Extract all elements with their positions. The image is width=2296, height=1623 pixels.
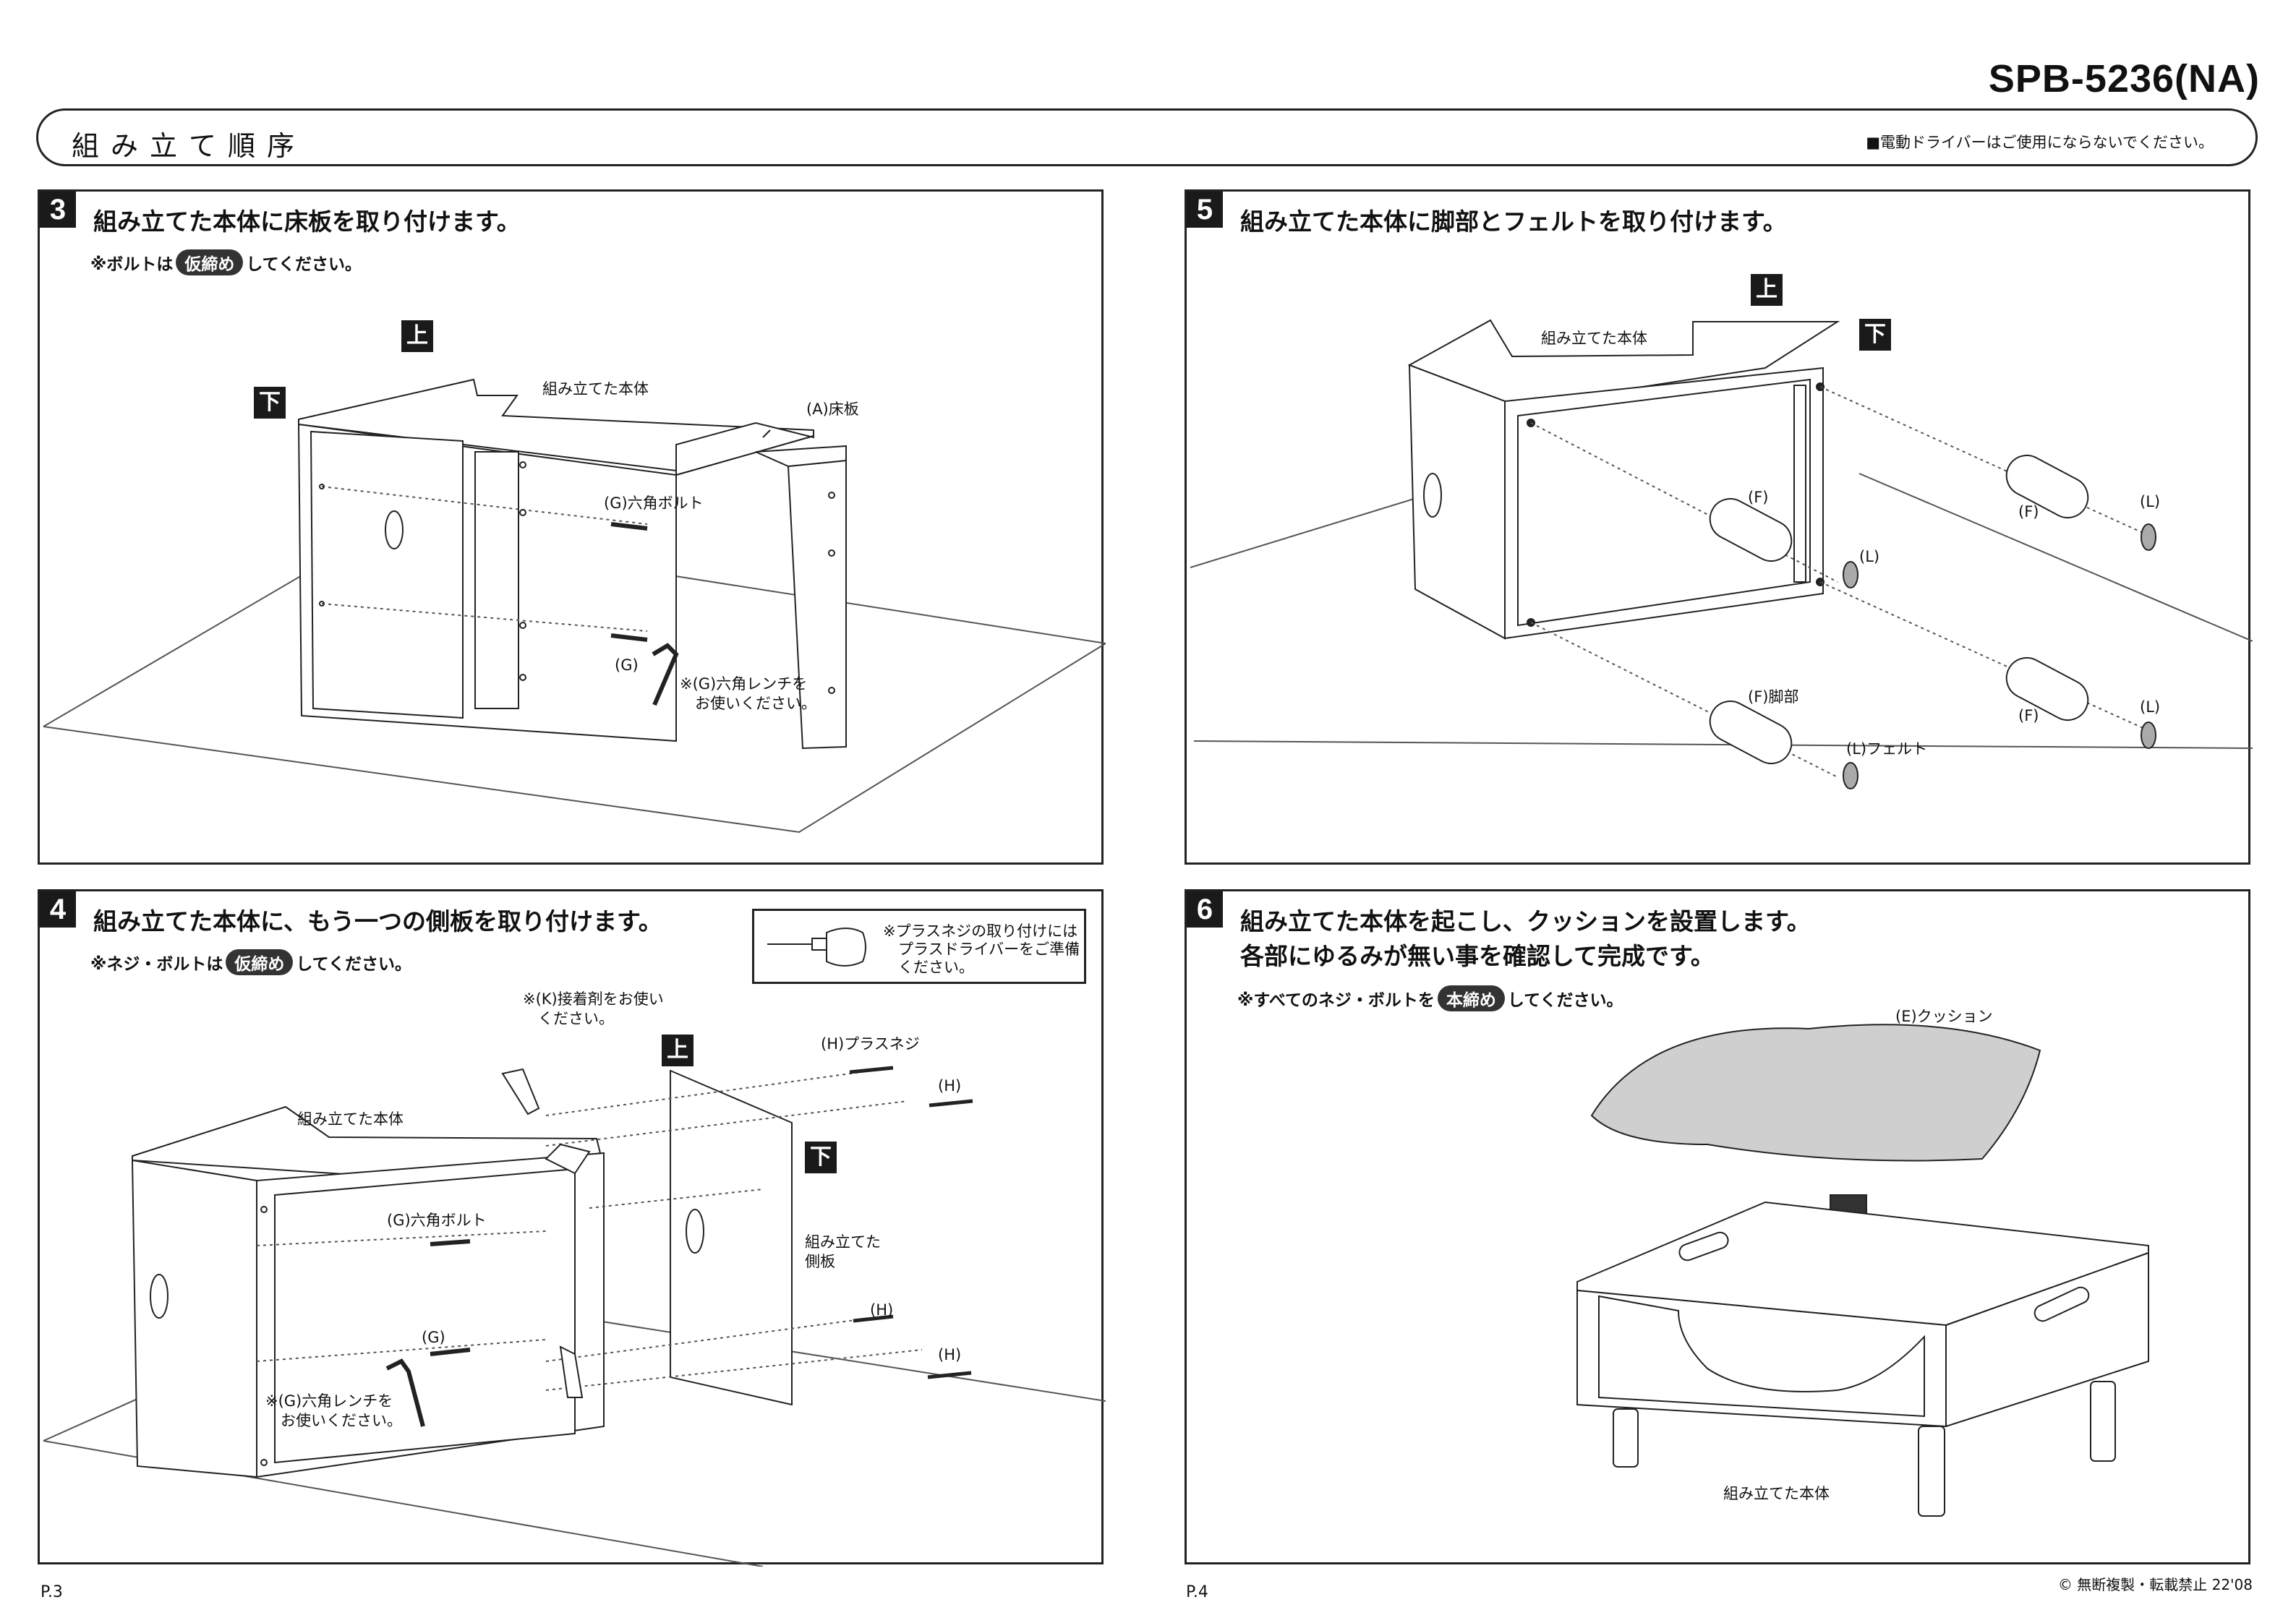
step-number: 4: [40, 891, 76, 928]
screwdriver-hand-icon: [767, 928, 866, 967]
page-number-left: P.3: [40, 1583, 63, 1601]
section-title: 組み立て順序: [72, 130, 307, 162]
final-tighten-badge: 本締め: [1437, 985, 1505, 1011]
step-6-illustration: [1576, 1024, 2149, 1517]
screwdriver-tip-box: ※プラスネジの取り付けには プラスドライバーをご準備 ください。: [752, 909, 1086, 984]
up-marker: 上: [662, 1035, 694, 1066]
g-label: (G): [422, 1329, 445, 1346]
copyright-notice: © 無断複製・転載禁止 22'08: [2057, 1576, 2253, 1593]
glue-note: ※(K)接着剤をお使い ください。: [523, 990, 664, 1027]
body-label: 組み立てた本体: [1541, 330, 1647, 347]
page-number-right: P.4: [1186, 1583, 1208, 1601]
step-number: 5: [1187, 192, 1223, 228]
step-6-panel: 6 組み立てた本体を起こし、クッションを設置します。 各部にゆるみが無い事を確認…: [1185, 889, 2250, 1564]
f-label-3: (F): [2018, 707, 2039, 724]
cushion-label: (E)クッション: [1895, 1008, 1993, 1025]
step-heading: 組み立てた本体に床板を取り付けます。: [93, 207, 521, 236]
step-heading: 組み立てた本体に、もう一つの側板を取り付けます。: [93, 907, 662, 935]
wrench-note: ※(G)六角レンチを お使いください。: [680, 675, 816, 712]
leg-label: (F)脚部: [1748, 688, 1799, 706]
l-label-2: (L): [1859, 548, 1880, 565]
l-label-1: (L): [2140, 493, 2161, 510]
up-marker: 上: [1751, 274, 1783, 306]
h-label-3: (H): [938, 1346, 962, 1363]
step-heading: 組み立てた本体に脚部とフェルトを取り付けます。: [1240, 207, 1787, 236]
down-marker: 下: [1859, 319, 1891, 351]
f-label-2: (F): [2018, 503, 2039, 521]
side-board-label: 組み立てた 側板: [805, 1233, 881, 1270]
up-marker: 上: [401, 320, 433, 352]
step-note: ※ネジ・ボルトは仮締めしてください。: [90, 949, 411, 975]
step-4-panel: 4 組み立てた本体に、もう一つの側板を取り付けます。 ※ネジ・ボルトは仮締めして…: [38, 889, 1106, 1567]
step-number: 3: [40, 192, 76, 228]
temporary-tighten-badge: 仮締め: [226, 949, 294, 975]
g-label: (G): [615, 656, 639, 674]
step-note: ※すべてのネジ・ボルトを本締めしてください。: [1237, 985, 1623, 1011]
screwdriver-tip-text: ※プラスネジの取り付けには プラスドライバーをご準備 ください。: [883, 922, 1080, 976]
body-label: 組み立てた本体: [1723, 1485, 1830, 1502]
hex-bolt-label: (G)六角ボルト: [604, 494, 704, 512]
felt-label: (L)フェルト: [1846, 740, 1928, 758]
plus-screw-label: (H)プラスネジ: [821, 1035, 920, 1053]
down-marker: 下: [254, 387, 286, 419]
down-marker: 下: [805, 1142, 837, 1173]
h-label-2: (H): [870, 1301, 894, 1319]
l-label-3: (L): [2140, 698, 2161, 716]
step-5-panel: 5 組み立てた本体に脚部とフェルトを取り付けます。: [1185, 189, 2253, 865]
step-3-illustration: [43, 378, 1106, 834]
step-number: 6: [1187, 891, 1223, 928]
wrench-note: ※(G)六角レンチを お使いください。: [265, 1392, 402, 1429]
step-4-illustration: [43, 1066, 1106, 1567]
temporary-tighten-badge: 仮締め: [176, 249, 244, 275]
step-note: ※ボルトは仮締めしてください。: [90, 249, 362, 275]
model-number: SPB-5236(NA): [1988, 57, 2260, 100]
hex-bolt-label: (G)六角ボルト: [387, 1212, 487, 1229]
h-label-1: (H): [938, 1077, 962, 1095]
f-label-1: (F): [1748, 489, 1769, 506]
body-label: 組み立てた本体: [297, 1110, 404, 1128]
step-3-panel: 3 組み立てた本体に床板を取り付けます。 ※ボルトは仮締めしてください。: [38, 189, 1106, 865]
step-5-illustration: [1190, 319, 2253, 789]
floor-board-label: (A)床板: [806, 401, 859, 418]
caution-note: ■電動ドライバーはご使用にならないでください。: [1866, 134, 2214, 151]
section-banner: 組み立て順序 ■電動ドライバーはご使用にならないでください。: [36, 108, 2258, 166]
body-label: 組み立てた本体: [542, 380, 649, 398]
step-heading: 組み立てた本体を起こし、クッションを設置します。 各部にゆるみが無い事を確認して…: [1240, 907, 1811, 970]
